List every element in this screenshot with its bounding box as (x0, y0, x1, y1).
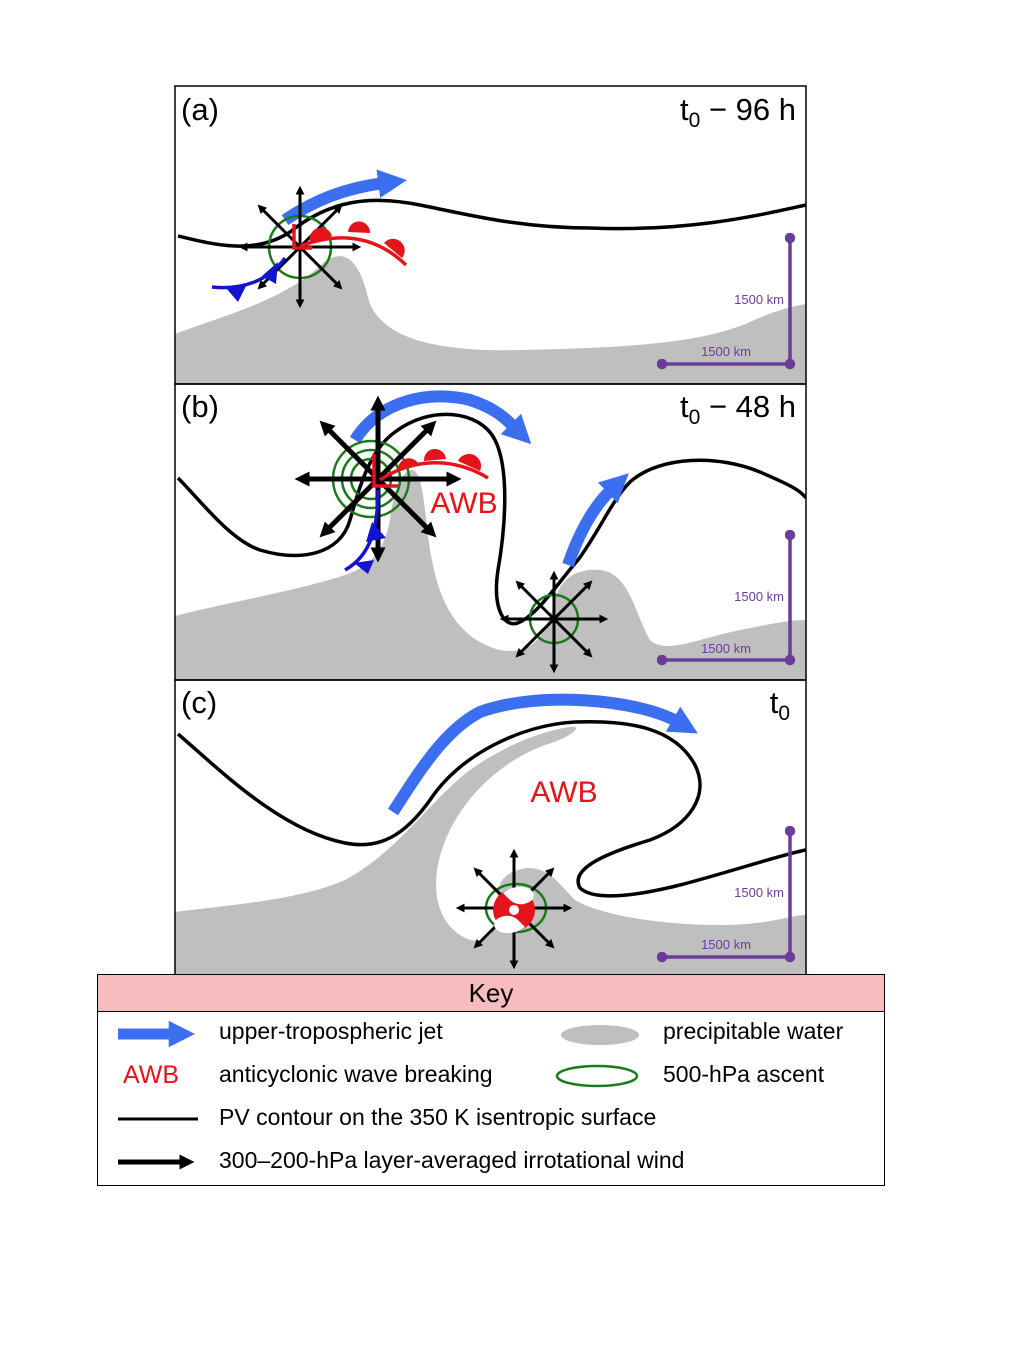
warm-front-bump (423, 448, 446, 461)
warm-front (299, 236, 408, 267)
scale-label-vertical: 1500 km (734, 292, 784, 307)
panel-letter: (a) (181, 92, 219, 127)
panel-letter: (b) (181, 389, 219, 424)
panel-letter: (c) (181, 685, 217, 720)
warm-front-bump (348, 221, 371, 233)
scale-bars (656, 232, 796, 370)
precipitable-water-shading (175, 726, 806, 975)
cold-front-triangle (226, 286, 246, 302)
key-ascent-icon (555, 1064, 639, 1088)
key-pw-label: precipitable water (663, 1018, 844, 1044)
warm-front-bump (384, 238, 405, 258)
pv-contour (176, 412, 806, 626)
scale-label-horizontal: 1500 km (701, 641, 751, 656)
key-pv-label: PV contour on the 350 K isentropic surfa… (219, 1104, 657, 1130)
cold-front-triangle (262, 262, 278, 284)
panel-time: t0 − 96 h (680, 92, 796, 132)
key-awb-label: anticyclonic wave breaking (219, 1061, 493, 1087)
key-wind-label: 300–200-hPa layer-averaged irrotational … (219, 1147, 685, 1173)
scale-label-horizontal: 1500 km (701, 937, 751, 952)
panel-c: AWB 1500 km 1500 km (c) t0 (174, 679, 807, 975)
panel-b: AWB 1500 km 1500 km (b) t0 − 48 h (174, 383, 807, 681)
irrotational-wind-arrows (499, 570, 609, 674)
warm-front-bump (458, 453, 482, 471)
awb-label: AWB (430, 487, 497, 520)
warm-front-bump (397, 458, 418, 470)
pv-contour (177, 198, 806, 248)
key-title: Key (98, 975, 884, 1012)
scale-label-vertical: 1500 km (734, 885, 784, 900)
schematic-diagram: 1500 km 1500 km (a) t0 − 96 h (174, 85, 807, 975)
scale-label-horizontal: 1500 km (701, 344, 751, 359)
jet-arrow (562, 473, 629, 567)
cold-front-triangle (366, 522, 386, 542)
scale-bars (656, 825, 796, 963)
awb-label: AWB (530, 776, 597, 809)
key-jet-label: upper-tropospheric jet (219, 1018, 443, 1044)
low-pressure-symbol (372, 454, 398, 488)
cold-front (211, 256, 287, 290)
cold-front-triangle (354, 560, 374, 574)
jet-arrow (387, 693, 698, 816)
warm-front-bump (309, 227, 332, 242)
panel-time: t0 (770, 685, 790, 725)
precipitable-water-shading (175, 470, 806, 680)
tropical-cyclone-icon (493, 886, 535, 934)
key-ascent-label: 500-hPa ascent (663, 1061, 825, 1087)
warm-front (379, 461, 489, 482)
scale-label-vertical: 1500 km (734, 589, 784, 604)
panel-a: 1500 km 1500 km (a) t0 − 96 h (174, 85, 807, 385)
key-symbols (118, 1020, 639, 1170)
precipitable-water-shading (175, 256, 806, 384)
panel-time: t0 − 48 h (680, 389, 796, 429)
pv-contour (176, 719, 806, 898)
key-legend: Key AWB upper-tropospheric jet precipita… (97, 974, 885, 1186)
low-pressure-symbol (292, 224, 312, 250)
key-pw-icon (561, 1025, 639, 1045)
scale-bars (656, 529, 796, 666)
jet-arrow (281, 169, 407, 225)
key-awb-symbol: AWB (123, 1061, 180, 1089)
